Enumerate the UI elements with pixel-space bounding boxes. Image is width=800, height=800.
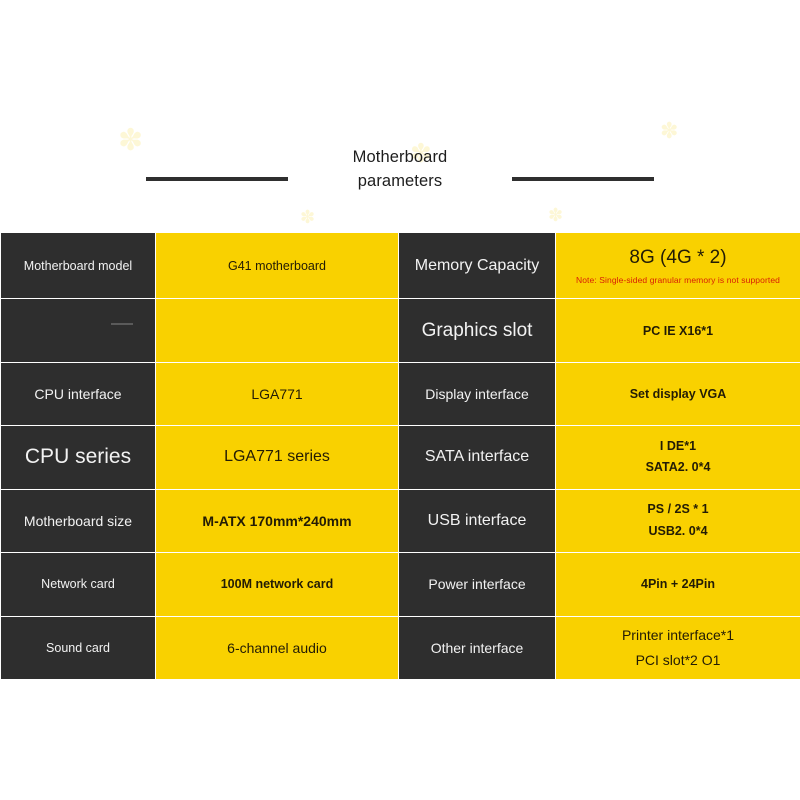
spec-value-network-card: 100M network card: [155, 552, 399, 617]
table-row: Graphics slot PC IE X16*1: [0, 298, 800, 363]
spec-label-graphics-slot: Graphics slot: [398, 298, 556, 363]
header-rule-left: [146, 177, 288, 181]
spec-label-network-card: Network card: [0, 552, 156, 617]
memory-capacity-text: 8G (4G * 2): [629, 246, 727, 268]
spec-label-motherboard-model: Motherboard model: [0, 231, 156, 300]
spec-label-motherboard-size: Motherboard size: [0, 488, 156, 554]
page-title-line-1: Motherboard: [352, 148, 448, 167]
other-value-line-1: Printer interface*1: [621, 627, 735, 644]
spec-label-cpu-interface: CPU interface: [0, 361, 156, 427]
page-title: Motherboard parameters: [310, 146, 490, 194]
blank-dash-mark: [111, 323, 133, 326]
spec-label-memory-capacity: Memory Capacity: [398, 231, 556, 300]
spec-value-memory-capacity: 8G (4G * 2) Note: Single-sided granular …: [555, 231, 800, 300]
spec-value-other-interface: Printer interface*1 PCI slot*2 O1: [555, 615, 800, 681]
spec-value-display-interface: Set display VGA: [555, 361, 800, 427]
page-title-line-2: parameters: [357, 172, 443, 190]
spec-value-sound-card: 6-channel audio: [155, 615, 399, 681]
spec-value-graphics-slot: PC IE X16*1: [555, 298, 800, 363]
table-row: Network card 100M network card Power int…: [0, 552, 800, 617]
spec-value-usb-interface: PS / 2S * 1 USB2. 0*4: [555, 488, 800, 554]
sata-value-line-1: I DE*1: [659, 438, 697, 453]
header-rule-right: [512, 177, 654, 181]
spec-label-cpu-series: CPU series: [0, 425, 156, 490]
sata-value-line-2: SATA2. 0*4: [645, 460, 711, 475]
spec-label-other-interface: Other interface: [398, 615, 556, 681]
watermark-mark: ✽: [300, 207, 316, 227]
spec-label-sound-card: Sound card: [0, 615, 156, 681]
spec-value-sata-interface: I DE*1 SATA2. 0*4: [555, 425, 800, 490]
usb-value-line-2: USB2. 0*4: [648, 523, 708, 538]
table-row: Sound card 6-channel audio Other interfa…: [0, 615, 800, 681]
spec-label-power-interface: Power interface: [398, 552, 556, 617]
spec-value-power-interface: 4Pin + 24Pin: [555, 552, 800, 617]
watermark-mark: ✽: [548, 205, 564, 225]
spec-value-blank: [155, 298, 399, 363]
usb-value-line-1: PS / 2S * 1: [647, 502, 709, 517]
spec-label-display-interface: Display interface: [398, 361, 556, 427]
spec-label-blank: [0, 298, 156, 363]
memory-capacity-note: Note: Single-sided granular memory is no…: [575, 274, 780, 285]
spec-value-cpu-series: LGA771 series: [155, 425, 399, 490]
page-header: Motherboard parameters: [0, 140, 800, 200]
spec-label-usb-interface: USB interface: [398, 488, 556, 554]
table-row: CPU series LGA771 series SATA interface …: [0, 425, 800, 490]
table-row: CPU interface LGA771 Display interface S…: [0, 361, 800, 427]
table-row: Motherboard size M-ATX 170mm*240mm USB i…: [0, 488, 800, 554]
table-row: Motherboard model G41 motherboard Memory…: [0, 231, 800, 300]
motherboard-spec-table: Motherboard model G41 motherboard Memory…: [0, 231, 800, 681]
watermark-mark: ✽: [660, 118, 679, 143]
spec-value-motherboard-size: M-ATX 170mm*240mm: [155, 488, 399, 554]
spec-value-cpu-interface: LGA771: [155, 361, 399, 427]
other-value-line-2: PCI slot*2 O1: [635, 651, 721, 668]
spec-label-sata-interface: SATA interface: [398, 425, 556, 490]
spec-value-motherboard-model: G41 motherboard: [155, 231, 399, 300]
